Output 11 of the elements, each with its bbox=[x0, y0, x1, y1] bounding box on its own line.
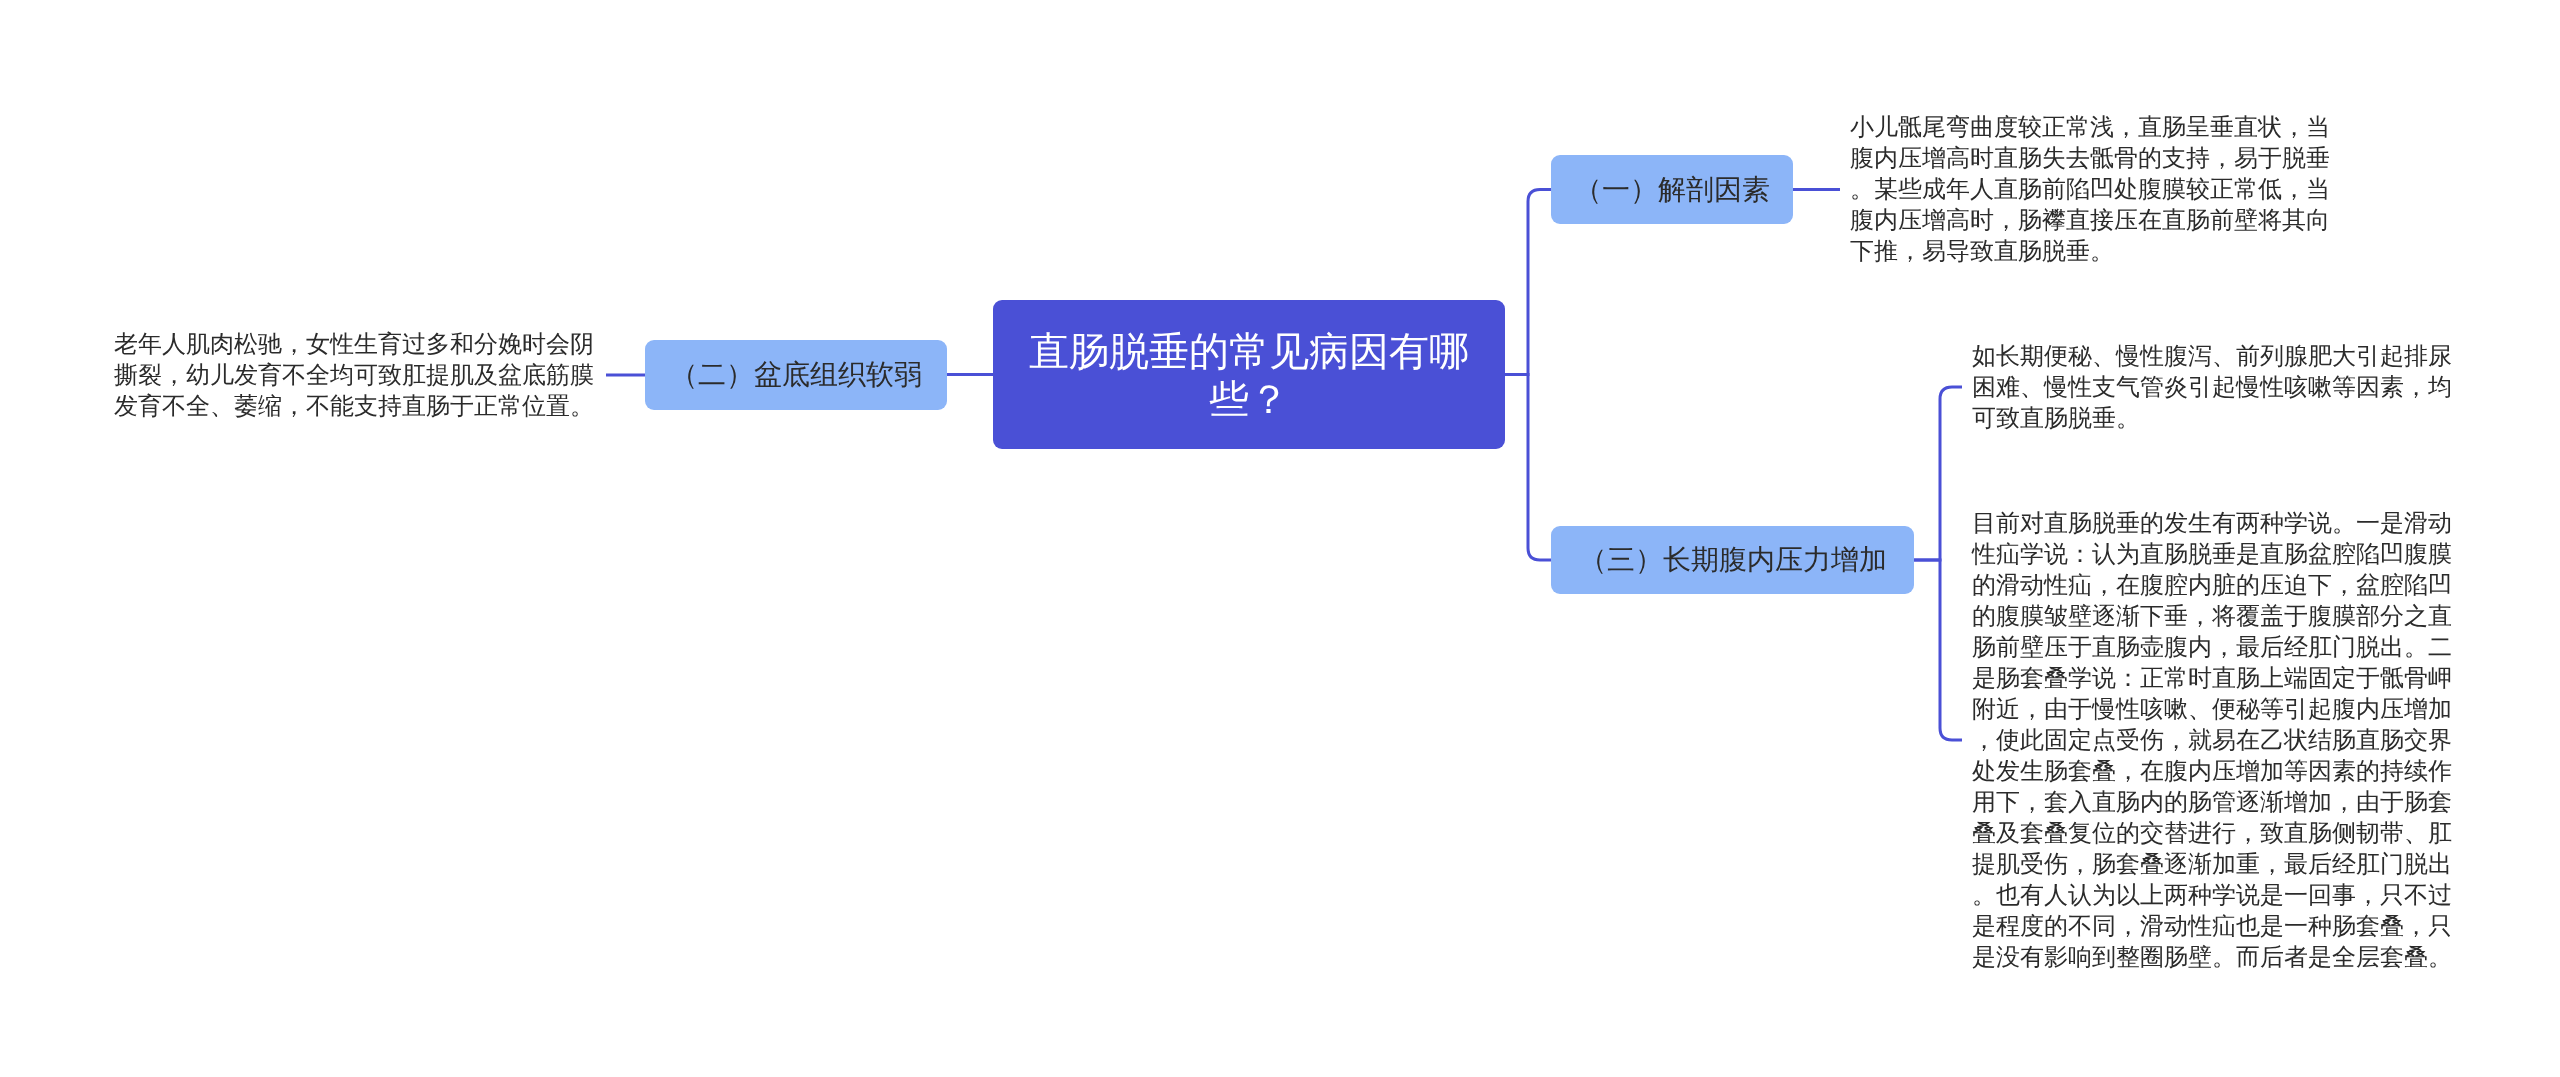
topic-box: （三）长期腹内压力增加 bbox=[1551, 526, 1914, 594]
topic-box: （一）解剖因素 bbox=[1551, 155, 1793, 224]
connector-line bbox=[1793, 188, 1840, 191]
central-topic-box: 直肠脱垂的常见病因有哪些？ bbox=[993, 300, 1505, 449]
note-text: 目前对直肠脱垂的发生有两种学说。一是滑动性疝学说：认为直肠脱垂是直肠盆腔陷凹腹膜的滑动性疝，在腹腔内脏的压迫下，盆腔陷凹的腹膜皱壁逐渐下垂，将覆盖于腹膜部分之直肠前壁压于直肠壶腹内，最后经肛门脱出。二是肠套叠学说：正常时直肠上端固定于骶骨岬附近，由于慢性咳嗽、便秘等引起腹内压增加，使此固定点受伤，就易在乙状结肠直肠交界处发生肠套叠，在腹内压增加等因素的持续作用下，套入直肠内的肠管逐渐增加，由于肠套叠及套叠复位的交替进行，致直肠侧韧带、肛提肌受伤，肠套叠逐渐加重，最后经肛门脱出。也有人认为以上两种学说是一回事，只不过是程度的不同，滑动性疝也是一种肠套叠，只是没有影响到整圈肠壁。而后者是全层套叠。 bbox=[1962, 507, 2464, 973]
connector-line bbox=[606, 373, 645, 377]
topic-box: （二）盆底组织软弱 bbox=[645, 340, 947, 410]
note-text: 如长期便秘、慢性腹泻、前列腺肥大引起排尿困难、慢性支气管炎引起慢性咳嗽等因素，均可致直肠脱垂。 bbox=[1962, 340, 2464, 434]
connector-line bbox=[947, 373, 993, 376]
note-text: 老年人肌肉松驰，女性生育过多和分娩时会阴撕裂，幼儿发育不全均可致肛提肌及盆底筋膜发育不全、萎缩，不能支持直肠于正常位置。 bbox=[104, 328, 606, 422]
note-text: 小儿骶尾弯曲度较正常浅，直肠呈垂直状，当腹内压增高时直肠失去骶骨的支持，易于脱垂。某些成年人直肠前陷凹处腹膜较正常低，当腹内压增高时，肠襻直接压在直肠前壁将其向下推，易导致直肠脱垂。 bbox=[1840, 111, 2342, 267]
